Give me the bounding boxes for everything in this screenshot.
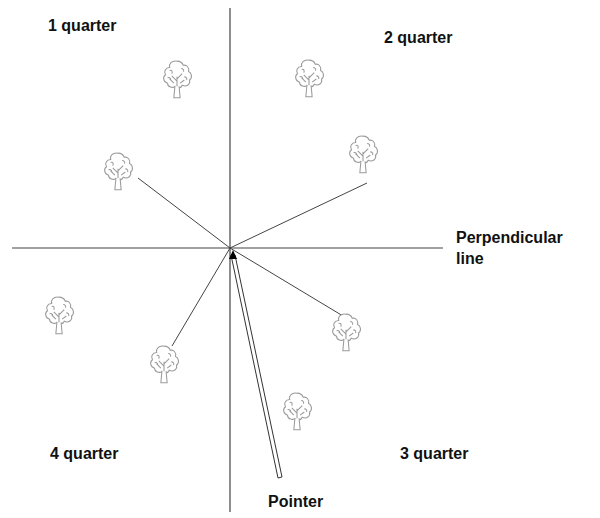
distance-line — [230, 183, 367, 248]
axis-line — [229, 8, 230, 512]
pointer-label: Pointer — [268, 492, 323, 513]
quarter-label: 2 quarter — [384, 28, 452, 49]
tree-icon — [164, 61, 192, 98]
axis-label: Perpendicular line — [456, 228, 581, 270]
quarter-label: 4 quarter — [50, 444, 118, 465]
quarter-label: 3 quarter — [400, 444, 468, 465]
tree-icon — [296, 60, 324, 97]
tree-icon — [151, 346, 179, 383]
axis-line — [12, 247, 443, 248]
pointer-line — [231, 255, 282, 478]
distance-line — [172, 248, 230, 346]
distance-line — [138, 178, 230, 248]
quarter-label: 1 quarter — [48, 16, 116, 37]
distance-line — [230, 248, 343, 316]
tree-icon — [333, 314, 361, 351]
tree-icon — [284, 393, 312, 430]
point-marker — [229, 250, 237, 259]
tree-icon — [350, 136, 378, 173]
tree-icon — [46, 297, 74, 334]
tree-icon — [105, 153, 133, 190]
